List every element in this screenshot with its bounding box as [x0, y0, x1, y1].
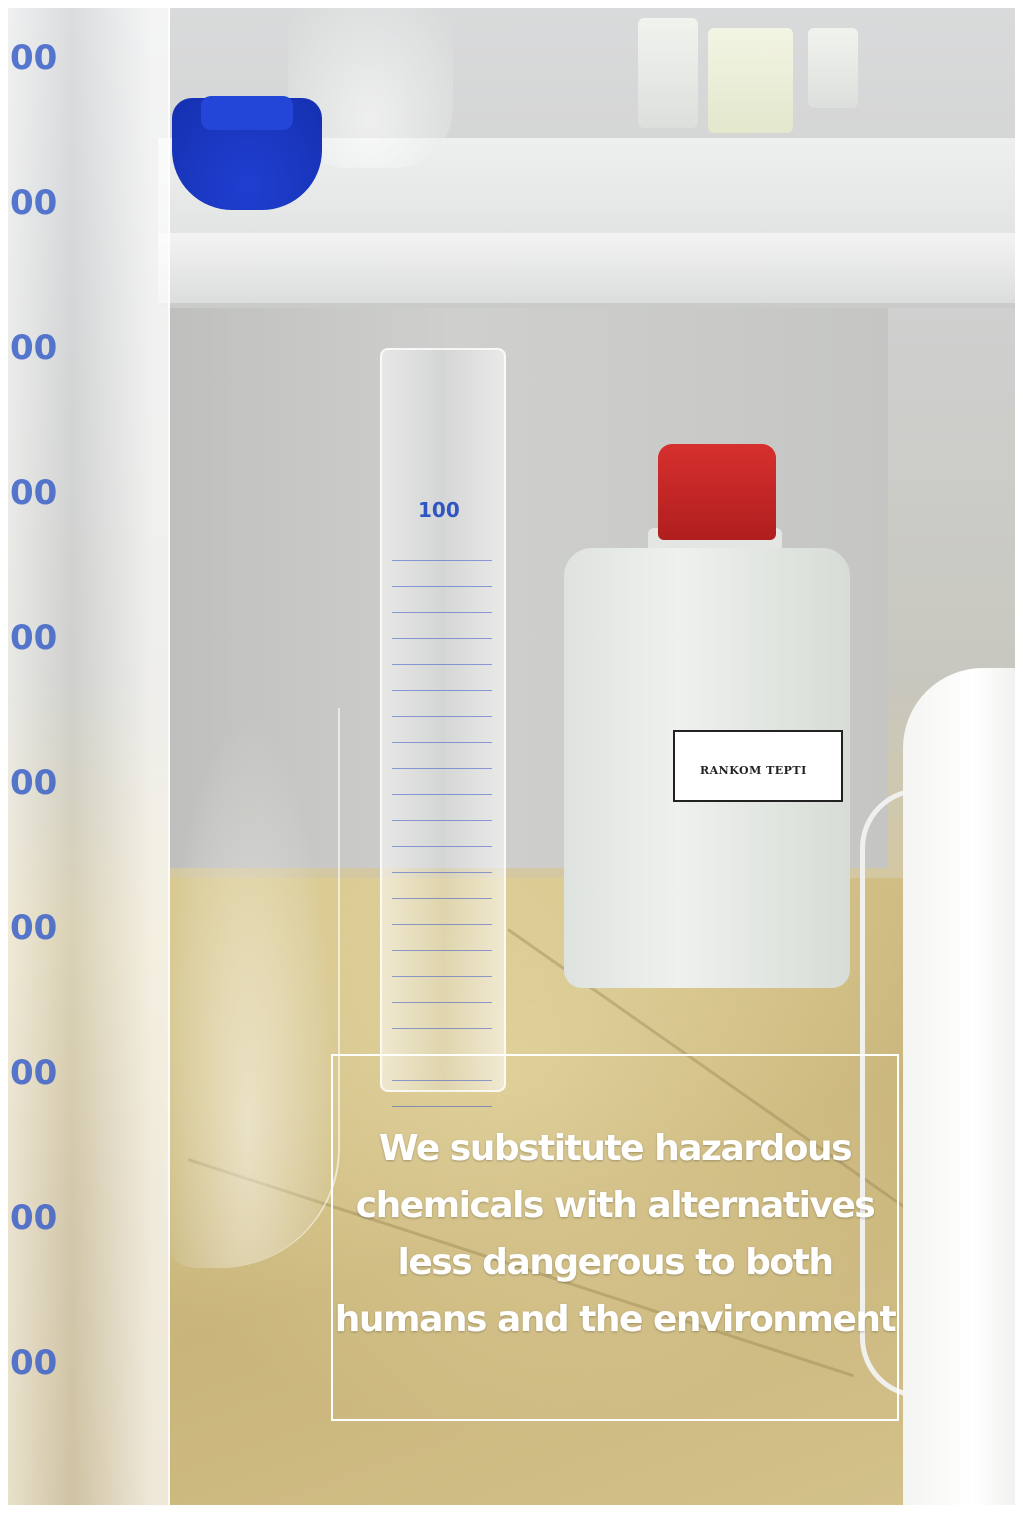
blue-stopper-top — [201, 96, 293, 130]
cylinder-tick — [392, 1106, 492, 1107]
cylinder-tick — [392, 1080, 492, 1081]
cylinder-tick — [392, 846, 492, 847]
cylinder-tick — [392, 872, 492, 873]
cylinder-volume-label: 100 — [418, 498, 460, 522]
cylinder-tick — [392, 612, 492, 613]
cylinder-tick — [392, 976, 492, 977]
bottle-label-text: RANKOM TEPTI — [700, 764, 807, 777]
cylinder-tick — [392, 1028, 492, 1029]
graduated-cylinder — [380, 348, 506, 1107]
cylinder-tick — [392, 924, 492, 925]
graduation-mark: 00 — [10, 38, 58, 78]
cylinder-tick — [392, 1002, 492, 1003]
cylinder-tick — [392, 898, 492, 899]
caption-box: We substitute hazardous chemicals with a… — [331, 1054, 899, 1421]
graduation-mark: 00 — [10, 183, 58, 223]
graduation-mark: 00 — [10, 1198, 58, 1238]
bottle-red-cap — [658, 444, 776, 540]
graduation-mark: 00 — [10, 1053, 58, 1093]
bottle-label-card — [673, 730, 843, 802]
cylinder-tick — [392, 768, 492, 769]
glass-stopper — [708, 28, 793, 133]
large-graduated-cylinder: 00 00 00 00 00 00 00 00 00 00 — [8, 8, 170, 1505]
cylinder-tick — [392, 664, 492, 665]
glass-stopper — [808, 28, 858, 108]
cylinder-tick — [392, 638, 492, 639]
graduation-mark: 00 — [10, 763, 58, 803]
lab-shelf-edge — [158, 233, 1015, 303]
cylinder-tick — [392, 794, 492, 795]
caption-text: We substitute hazardous chemicals with a… — [334, 1127, 897, 1340]
cylinder-tick — [392, 820, 492, 821]
cylinder-tick — [392, 586, 492, 587]
glass-stopper — [638, 18, 698, 128]
white-bucket — [903, 668, 1015, 1505]
cylinder-tick — [392, 560, 492, 561]
graduation-mark: 00 — [10, 618, 58, 658]
lab-photo: 100 RANKOM TEPTI 00 00 00 00 00 00 00 00 00 00 — [8, 8, 1015, 1505]
graduation-mark: 00 — [10, 473, 58, 513]
cylinder-tick — [392, 690, 492, 691]
graduation-mark: 00 — [10, 1343, 58, 1383]
cylinder-tick — [392, 716, 492, 717]
graduation-mark: 00 — [10, 908, 58, 948]
cylinder-tick — [392, 950, 492, 951]
cylinder-tick — [392, 742, 492, 743]
erlenmeyer-flask — [158, 708, 340, 1268]
graduation-mark: 00 — [10, 328, 58, 368]
